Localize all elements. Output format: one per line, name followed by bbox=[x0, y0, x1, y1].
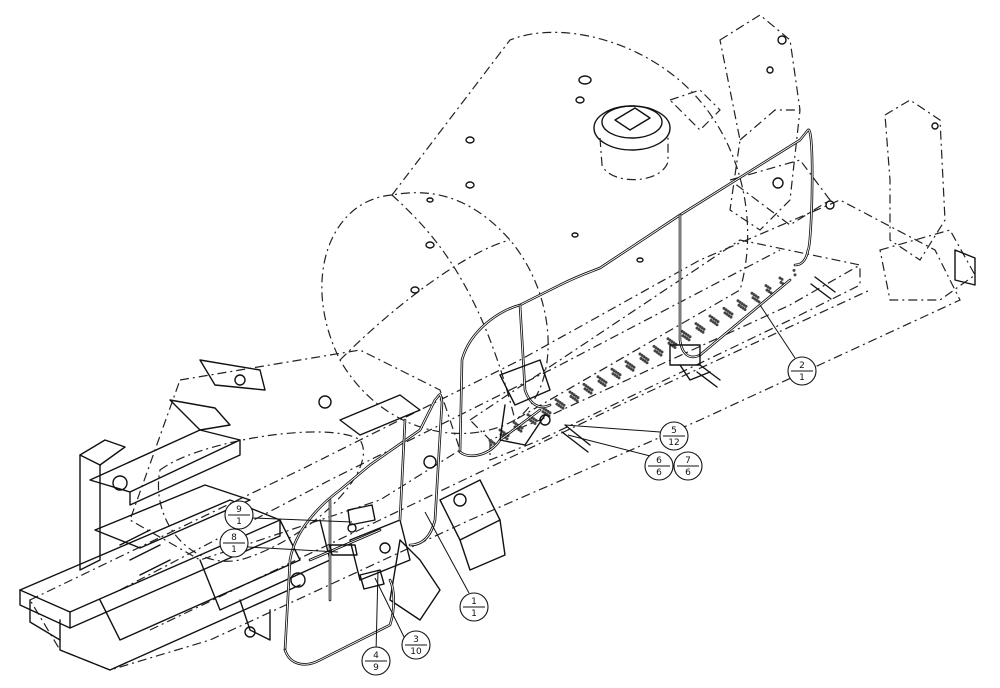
platform-perforation bbox=[793, 273, 797, 277]
platform-perforation bbox=[632, 365, 636, 369]
platform-perforation bbox=[729, 315, 733, 319]
platform-perforation bbox=[631, 368, 635, 372]
platform-perforation bbox=[520, 426, 524, 430]
platform-perforation bbox=[756, 295, 760, 299]
front-frame bbox=[19, 359, 467, 671]
callout-8[interactable]: 8 1 bbox=[219, 528, 249, 558]
platform-perforation bbox=[715, 323, 719, 327]
rear-uprights bbox=[668, 14, 976, 301]
platform-perforation bbox=[561, 406, 565, 410]
platform-perforation bbox=[730, 312, 734, 316]
callout-2-qty: 1 bbox=[799, 373, 805, 383]
callout-2[interactable]: 2 1 bbox=[787, 356, 817, 386]
callout-2-item: 2 bbox=[799, 361, 805, 371]
platform-perforation bbox=[702, 327, 706, 331]
callout-1[interactable]: 1 1 bbox=[459, 592, 489, 622]
platform-perforation bbox=[604, 380, 608, 384]
callout-5[interactable]: 5 12 bbox=[659, 421, 689, 451]
callout-4-qty: 9 bbox=[373, 663, 379, 673]
callout-3[interactable]: 3 10 bbox=[401, 630, 431, 660]
handrail-front bbox=[283, 393, 444, 666]
platform-perforation bbox=[589, 391, 593, 395]
platform-perforation bbox=[780, 277, 784, 281]
callout-8-item: 8 bbox=[231, 533, 237, 543]
platform-perforation bbox=[548, 411, 552, 415]
platform bbox=[469, 239, 862, 461]
platform-perforation bbox=[575, 399, 579, 403]
platform-perforation bbox=[659, 353, 663, 357]
callout-1-qty: 1 bbox=[471, 609, 477, 619]
platform-perforation bbox=[603, 384, 607, 387]
callout-8-qty: 1 bbox=[231, 545, 237, 555]
tank bbox=[321, 31, 749, 435]
callout-6-item: 6 bbox=[656, 456, 662, 466]
handrail-rear bbox=[458, 128, 814, 457]
platform-perforation bbox=[590, 388, 594, 392]
chassis-frame bbox=[29, 199, 961, 671]
callout-9-qty: 1 bbox=[236, 517, 242, 527]
platform-perforation bbox=[687, 338, 691, 342]
platform-perforation bbox=[534, 418, 538, 422]
platform-perforation bbox=[716, 320, 720, 324]
callout-3-item: 3 bbox=[413, 635, 419, 645]
callout-4[interactable]: 4 9 bbox=[361, 646, 391, 676]
callout-4-item: 4 bbox=[373, 651, 379, 661]
platform-perforation bbox=[744, 304, 748, 308]
callout-6-qty: 6 bbox=[656, 468, 662, 478]
mid-frame bbox=[339, 394, 506, 621]
platform-perforation bbox=[792, 268, 796, 272]
platform-perforation bbox=[743, 308, 747, 311]
platform-perforation bbox=[618, 373, 622, 377]
callout-1-item: 1 bbox=[471, 597, 477, 607]
callout-6[interactable]: 6 6 bbox=[644, 451, 674, 481]
platform-perforation bbox=[505, 437, 509, 441]
platform-perforation bbox=[701, 330, 705, 334]
callout-7-item: 7 bbox=[685, 456, 691, 466]
platform-perforation bbox=[489, 443, 493, 447]
platform-perforation bbox=[757, 300, 761, 304]
platform-perforation bbox=[562, 403, 566, 407]
platform-perforation bbox=[519, 429, 523, 433]
callout-7[interactable]: 7 6 bbox=[673, 451, 703, 481]
platform-perforation bbox=[617, 376, 621, 380]
callout-5-item: 5 bbox=[671, 426, 677, 436]
platform-perforation bbox=[646, 358, 650, 362]
platform-perforation bbox=[688, 335, 692, 339]
platform-perforation bbox=[660, 350, 664, 354]
platform-perforation bbox=[673, 346, 677, 349]
callout-9-item: 9 bbox=[236, 505, 242, 515]
callout-7-qty: 6 bbox=[685, 468, 691, 478]
platform-perforation bbox=[645, 361, 649, 365]
callout-3-qty: 10 bbox=[410, 647, 422, 657]
callout-9[interactable]: 9 1 bbox=[224, 500, 254, 530]
platform-perforation bbox=[533, 422, 537, 425]
platform-perforation bbox=[768, 286, 772, 290]
leader-lines bbox=[247, 304, 796, 654]
platform-perforation bbox=[576, 396, 580, 400]
platform-perforation bbox=[492, 441, 496, 445]
callout-5-qty: 12 bbox=[668, 438, 679, 448]
